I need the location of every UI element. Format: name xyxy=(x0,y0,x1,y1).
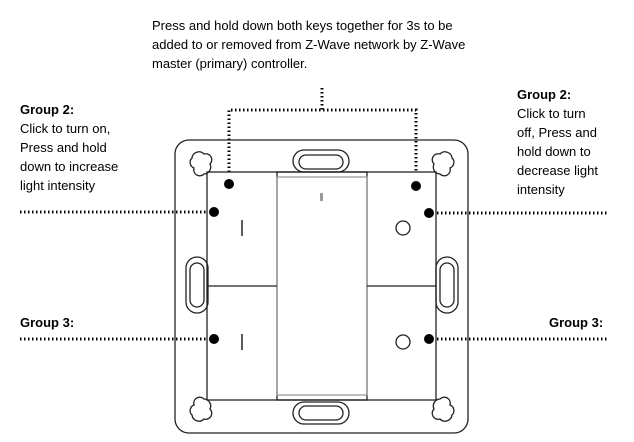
left-group2-line: light intensity xyxy=(20,178,96,193)
led-indicator xyxy=(320,193,323,201)
clip-right xyxy=(435,256,459,314)
right-group2-line: off, Press and xyxy=(517,125,597,140)
left-group2-line: Click to turn on, xyxy=(20,121,111,136)
top-note: Press and hold down both keys together f… xyxy=(152,16,465,73)
top-note-line: Press and hold down both keys together f… xyxy=(152,18,453,33)
left-group2-line: down to increase xyxy=(20,159,119,174)
outer-frame xyxy=(174,139,469,434)
screw-holes xyxy=(189,151,455,422)
key-markers xyxy=(209,179,434,344)
right-group2-line: intensity xyxy=(517,182,565,197)
leader-lines xyxy=(20,88,607,341)
clip-top xyxy=(292,149,350,173)
right-group3-title: Group 3: xyxy=(549,315,604,330)
leader-top-bracket xyxy=(227,108,418,186)
left-group2-line: Press and hold xyxy=(20,140,107,155)
left-group3-title: Group 3: xyxy=(20,315,75,330)
off-symbol-icon xyxy=(395,334,411,350)
right-group2-line: Click to turn xyxy=(517,106,586,121)
right-group2-line: hold down to xyxy=(517,144,591,159)
left-group2-title: Group 2: xyxy=(20,102,75,117)
top-note-line: added to or removed from Z-Wave network … xyxy=(152,37,466,52)
right-group2-label: Group 2: Click to turn off, Press and hold … xyxy=(517,85,598,199)
right-group2-line: decrease light xyxy=(517,163,598,178)
switch-plate xyxy=(174,139,469,434)
off-symbol-icon xyxy=(395,220,411,236)
top-note-line: master (primary) controller. xyxy=(152,56,308,71)
clip-bottom xyxy=(292,401,350,425)
left-group2-label: Group 2: Click to turn on, Press and hold d… xyxy=(20,100,118,195)
right-group2-title: Group 2: xyxy=(517,87,572,102)
clip-left xyxy=(185,256,209,314)
